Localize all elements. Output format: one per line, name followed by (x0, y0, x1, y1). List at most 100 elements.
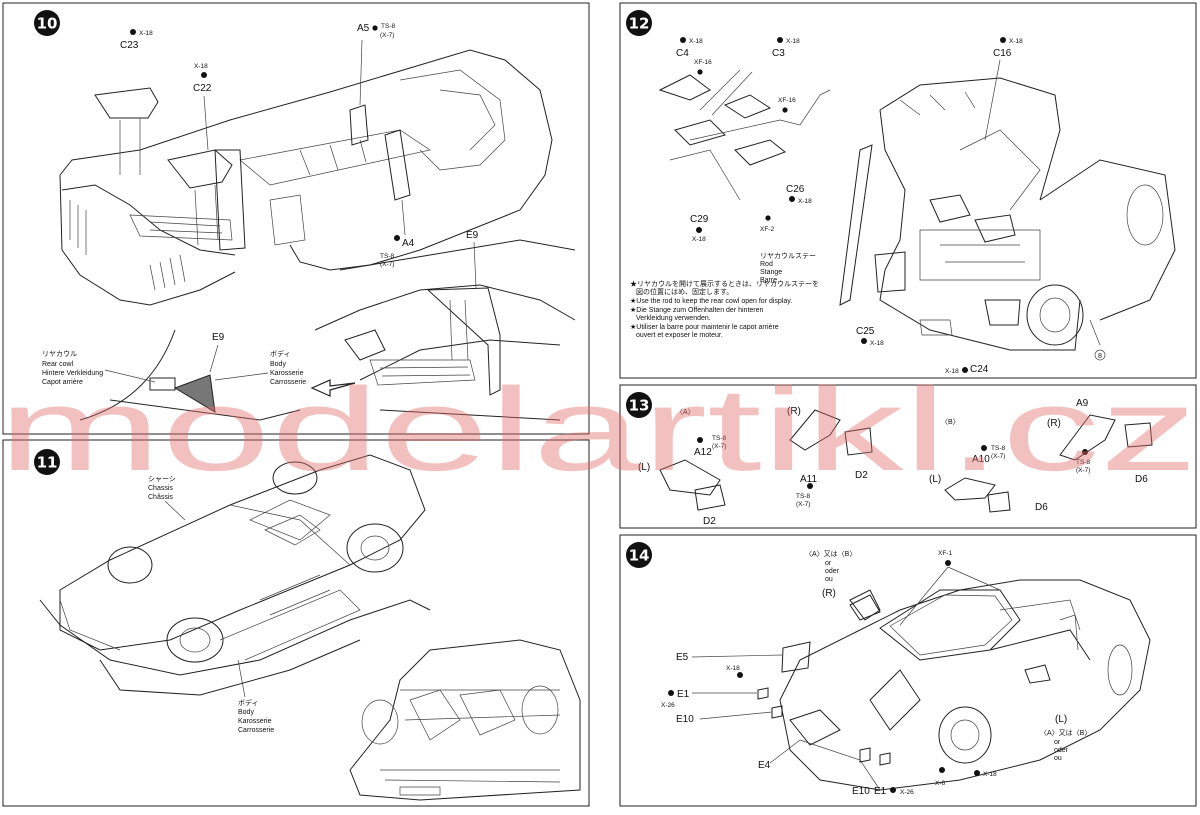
svg-text:oder: oder (825, 568, 840, 575)
step-10-rear-detail: E9 (314, 230, 576, 421)
svg-text:(X-7): (X-7) (380, 261, 394, 268)
svg-text:D2: D2 (703, 516, 716, 527)
svg-text:Carrosserie: Carrosserie (238, 727, 274, 734)
svg-text:XF-1: XF-1 (938, 550, 952, 557)
svg-text:D6: D6 (1135, 474, 1148, 485)
svg-text:A4: A4 (402, 238, 415, 249)
svg-text:(L): (L) (1055, 714, 1067, 725)
svg-text:ボディ: ボディ (270, 349, 291, 358)
svg-text:or: or (1054, 739, 1061, 746)
svg-text:ou: ou (825, 576, 833, 583)
svg-text:C24: C24 (970, 364, 989, 375)
svg-text:ouvert et exposer le moteur.: ouvert et exposer le moteur. (636, 332, 723, 339)
step-14-parts-bottom: E10 E1 X-26 X-6 X-18 (852, 747, 997, 797)
svg-text:C3: C3 (772, 48, 785, 59)
step-14-panel: 14 E5 E1 X-26 (619, 534, 1197, 807)
part-a5: A5 TS-8 (X-7) (349, 23, 395, 146)
svg-text:E4: E4 (758, 760, 771, 771)
part-c22: X-18 C22 (167, 63, 233, 246)
svg-text:(X-7): (X-7) (712, 443, 726, 450)
svg-text:★Utiliser la barre pour mainte: ★Utiliser la barre pour maintenir le cap… (630, 323, 779, 331)
svg-text:TS-8: TS-8 (380, 253, 394, 260)
svg-text:12: 12 (629, 15, 650, 33)
step-11-body-label: ボディ Body Karosserie Carrosserie (237, 659, 274, 734)
svg-text:8: 8 (1098, 353, 1102, 360)
svg-text:X-26: X-26 (900, 789, 914, 796)
svg-text:XF-16: XF-16 (778, 97, 796, 104)
svg-text:★Die Stange zum Offenhalten de: ★Die Stange zum Offenhalten der hinteren (630, 306, 764, 314)
svg-text:Chassis: Chassis (148, 485, 173, 492)
svg-text:Capot arrière: Capot arrière (42, 379, 83, 386)
step-13-mirror-b-right: (R) A9 TS-8 (X-7) D6 (1047, 398, 1153, 485)
svg-text:C25: C25 (856, 326, 875, 337)
step-10-detail-inset: E9 リヤカウル Rear cowl Hintere Verkleidung C… (42, 329, 356, 421)
svg-text:14: 14 (629, 547, 650, 565)
step-12-labels: X-18 C4 X-18 C3 X-18 C16 C26 X-18 C29 X-… (676, 37, 1023, 375)
group-b-label: 〈B〉 (941, 418, 960, 426)
step-12-rod-label: リヤカウルステー Rod Stange Barre (760, 252, 816, 284)
svg-text:X-18: X-18 (726, 665, 740, 672)
step-12-engine-drawing (839, 77, 1176, 351)
svg-text:X-18: X-18 (1009, 38, 1023, 45)
step-12-notes: ★リヤカウルを開けて展示するときは、リヤカウルステーを 図の位置にはめ、固定しま… (630, 280, 819, 339)
svg-text:(L): (L) (929, 474, 941, 485)
svg-text:E9: E9 (212, 332, 225, 343)
svg-text:リヤカウル: リヤカウル (42, 350, 77, 358)
step-11-badge: 11 (34, 449, 60, 475)
svg-text:X-26: X-26 (661, 702, 675, 709)
step-13-panel: 13 〈A〉 〈B〉 (L) A12 TS-8 (X-7) D2 (R) A11… (619, 384, 1197, 529)
step-12-reference-mark: 8 (1094, 349, 1106, 361)
step-11-chassis-label: シャーシ Chassis Châssis (148, 476, 186, 521)
svg-text:D6: D6 (1035, 502, 1048, 513)
step-11-panel: 11 (2, 439, 590, 807)
svg-text:〈A〉又は〈B〉: 〈A〉又は〈B〉 (1040, 729, 1091, 737)
svg-text:(R): (R) (787, 406, 801, 417)
svg-text:13: 13 (629, 397, 650, 415)
step-13-badge: 13 (626, 392, 652, 418)
svg-text:(X-7): (X-7) (380, 32, 394, 39)
svg-text:TS-8: TS-8 (712, 435, 726, 442)
svg-text:Body: Body (270, 361, 286, 368)
svg-text:C29: C29 (690, 214, 709, 225)
svg-text:X-6: X-6 (935, 780, 946, 787)
svg-text:E1: E1 (677, 689, 690, 700)
svg-text:(X-7): (X-7) (991, 453, 1005, 460)
svg-text:Rear cowl: Rear cowl (42, 361, 74, 368)
svg-text:Stange: Stange (760, 269, 782, 276)
step-14-parts-left: E5 E1 X-26 E10 E4 X-18 (661, 641, 811, 771)
group-a-label: 〈A〉 (676, 408, 695, 416)
svg-text:X-18: X-18 (870, 340, 884, 347)
step-11-engine-detail (349, 639, 581, 801)
part-c23: X-18 C23 (94, 29, 159, 175)
svg-text:D2: D2 (855, 470, 868, 481)
svg-text:A12: A12 (694, 447, 712, 458)
svg-text:A10: A10 (972, 454, 990, 465)
svg-text:X-18: X-18 (194, 63, 208, 70)
svg-text:X-18: X-18 (983, 771, 997, 778)
svg-text:TS-8: TS-8 (991, 445, 1005, 452)
step-10-panel: 10 X-18 C23 (2, 2, 590, 435)
svg-text:TS-8: TS-8 (1076, 459, 1090, 466)
svg-text:Carrosserie: Carrosserie (270, 379, 306, 386)
step-13-mirror-b-left: (L) A10 TS-8 (X-7) D6 (929, 445, 1048, 513)
svg-text:X-18: X-18 (139, 30, 153, 37)
watermark: modelartikl.cz (0, 364, 1198, 496)
svg-text:A5: A5 (357, 23, 370, 34)
step-12-parts-tree (658, 69, 831, 201)
step-13-mirror-a-right: (R) A11 TS-8 (X-7) D2 (787, 406, 873, 508)
svg-text:(X-7): (X-7) (1076, 467, 1090, 474)
svg-text:(L): (L) (638, 462, 650, 473)
svg-text:リヤカウルステー: リヤカウルステー (760, 252, 816, 260)
svg-text:A9: A9 (1076, 398, 1089, 409)
svg-text:Hintere Verkleidung: Hintere Verkleidung (42, 370, 103, 377)
part-a4: A4 TS-8 (X-7) (380, 129, 415, 268)
svg-text:(X-7): (X-7) (796, 501, 810, 508)
step-12-badge: 12 (626, 10, 652, 36)
svg-text:Karosserie: Karosserie (238, 718, 272, 725)
svg-text:X-18: X-18 (689, 38, 703, 45)
step-14-badge: 14 (626, 542, 652, 568)
svg-text:C4: C4 (676, 48, 689, 59)
svg-text:E10: E10 (852, 786, 870, 797)
svg-text:★Use the rod to keep the rear: ★Use the rod to keep the rear cowl open … (630, 297, 792, 305)
